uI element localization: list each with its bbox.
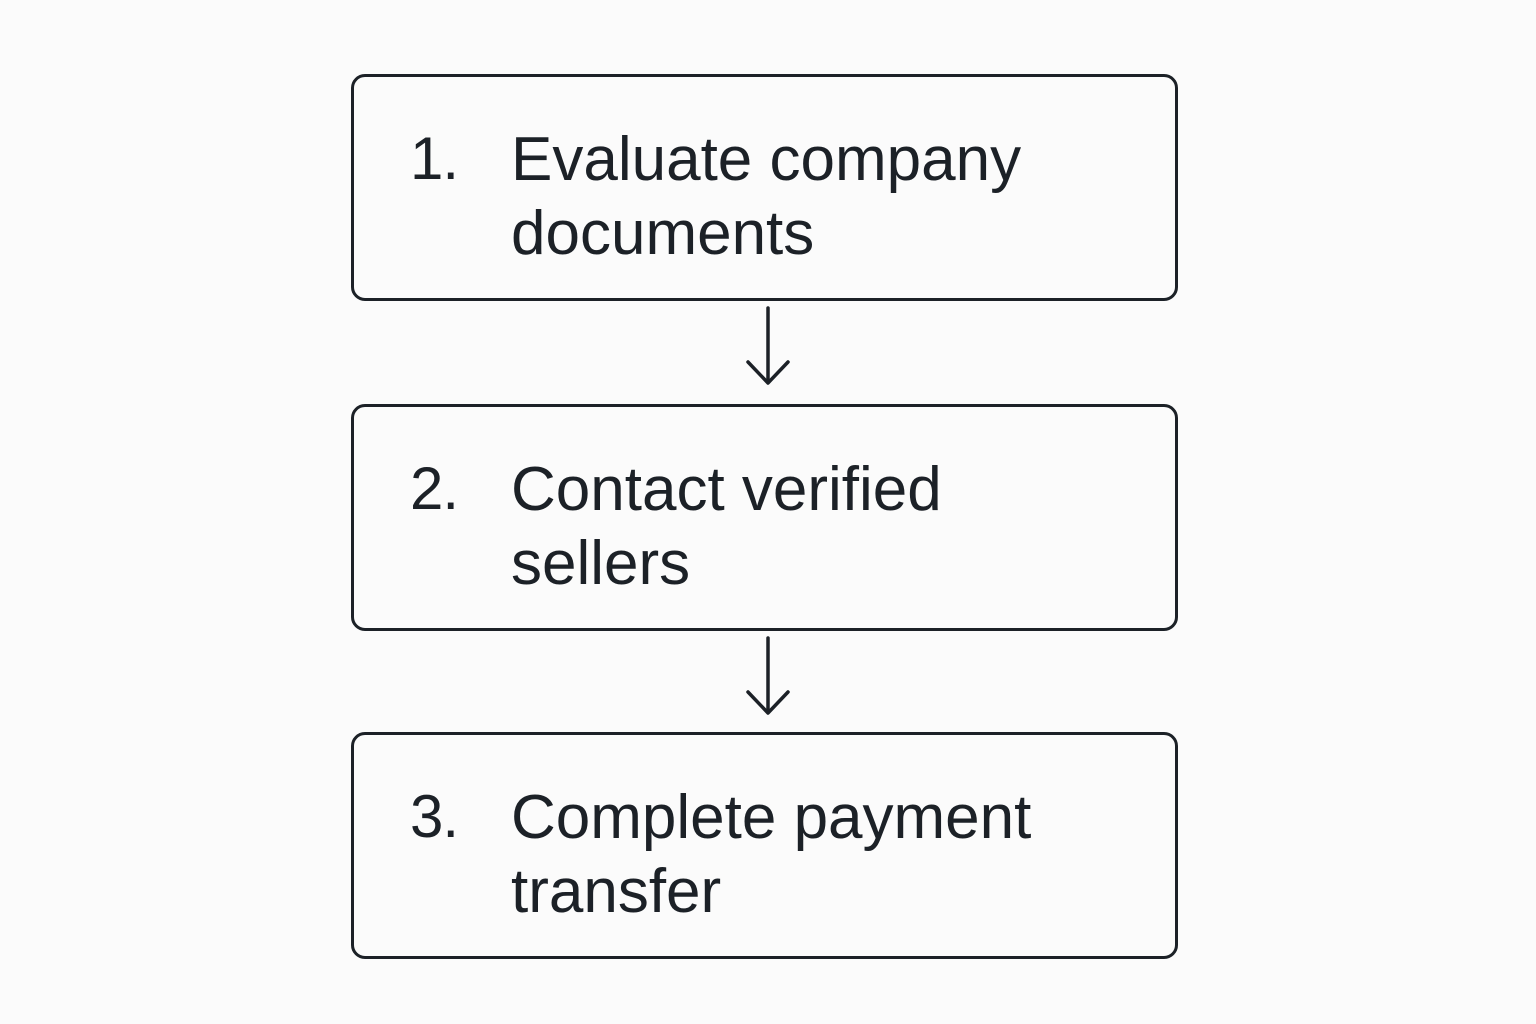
step-label-line-2: sellers	[511, 529, 691, 598]
step-label: Evaluate company documents	[511, 123, 1021, 271]
step-number: 3.	[410, 783, 459, 850]
step-label-line-1: Evaluate company	[511, 125, 1022, 194]
step-box-3: 3. Complete payment transfer	[351, 732, 1178, 959]
step-number: 1.	[410, 125, 459, 192]
step-label-line-2: documents	[511, 199, 815, 268]
step-label-line-2: transfer	[511, 857, 722, 926]
step-box-2: 2. Contact verified sellers	[351, 404, 1178, 631]
step-box-1: 1. Evaluate company documents	[351, 74, 1178, 301]
arrow-down-icon	[746, 636, 790, 715]
arrow-down-icon	[746, 306, 790, 385]
step-number: 2.	[410, 455, 459, 522]
step-label-line-1: Complete payment	[511, 783, 1032, 852]
step-label: Complete payment transfer	[511, 781, 1031, 929]
step-label-line-1: Contact verified	[511, 455, 942, 524]
step-label: Contact verified sellers	[511, 453, 942, 601]
